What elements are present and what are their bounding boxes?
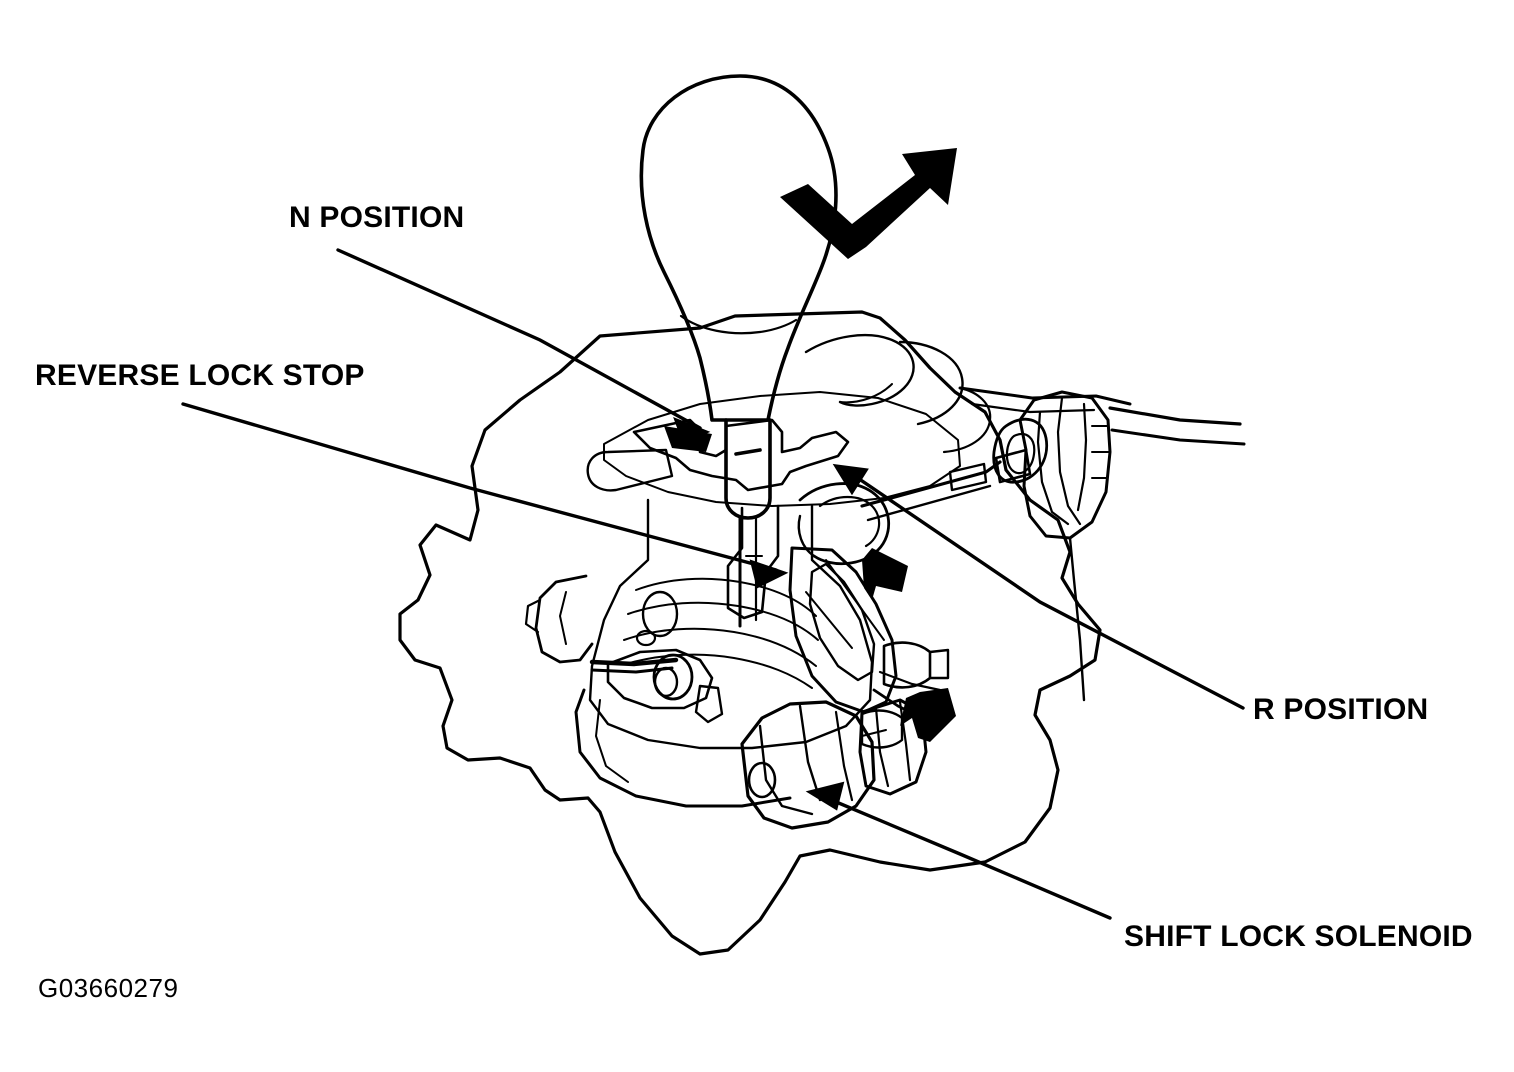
shift-lever-knob xyxy=(639,74,838,422)
figure-id-code: G03660279 xyxy=(38,973,179,1003)
leader-lines xyxy=(181,248,1245,920)
leader-shift-lock-solenoid xyxy=(805,781,1112,920)
callout-label-reverse-lock-stop: REVERSE LOCK STOP xyxy=(35,359,365,392)
leader-reverse-lock-stop xyxy=(181,402,789,589)
callout-label-r-position: R POSITION xyxy=(1253,693,1429,726)
bent-arrow-icon xyxy=(780,148,957,259)
block-arrow-down-left-icon xyxy=(900,688,956,742)
shifter-housing xyxy=(524,498,874,808)
shift-lock-solenoid xyxy=(740,698,928,830)
shift-cable-assembly xyxy=(860,386,1246,702)
center-console-silhouette xyxy=(398,310,1102,956)
callout-label-shift-lock-solenoid: SHIFT LOCK SOLENOID xyxy=(1124,920,1473,953)
leader-r-position xyxy=(832,463,1245,710)
gate-detent-arrow-icon xyxy=(664,426,712,452)
shift-gate-plate xyxy=(586,333,992,507)
shift-lock-link xyxy=(589,629,724,724)
callout-label-n-position: N POSITION xyxy=(289,201,465,234)
block-arrow-right-icon xyxy=(862,548,908,600)
